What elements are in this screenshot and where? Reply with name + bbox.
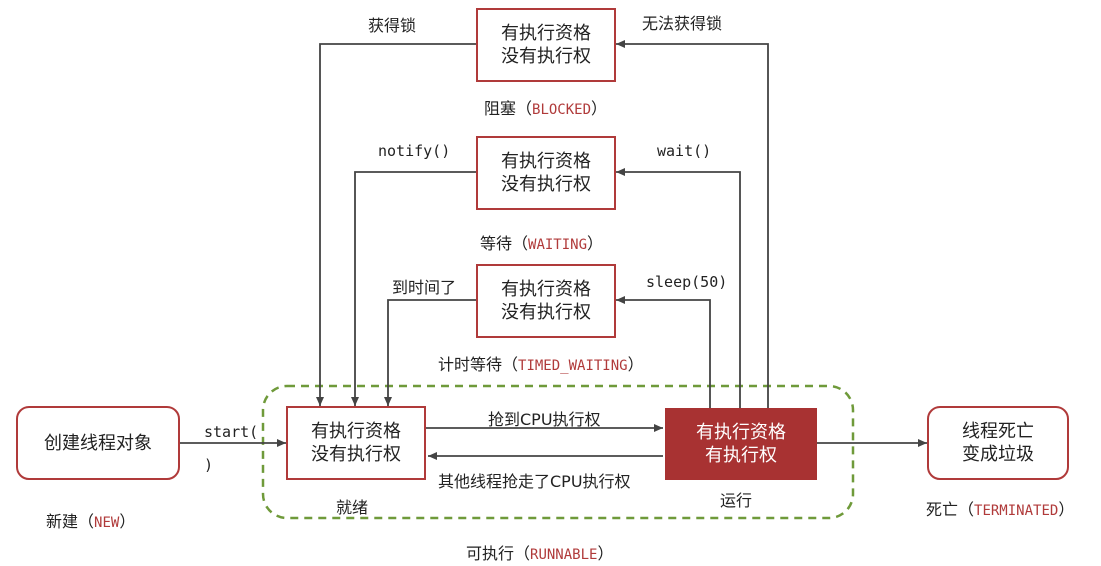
ready-line2: 没有执行权 [311, 444, 401, 465]
label-cannot-get-lock: 无法获得锁 [642, 14, 723, 33]
label-lose-cpu: 其他线程抢走了CPU执行权 [438, 472, 631, 491]
state-blocked-box: 有执行资格 没有执行权 [476, 8, 616, 82]
label-time-up: 到时间了 [392, 278, 457, 297]
waiting-line1: 有执行资格 [501, 151, 591, 172]
label-start-a: start( [204, 423, 259, 441]
state-new-box: 创建线程对象 [16, 406, 180, 480]
timed-waiting-line1: 有执行资格 [501, 279, 591, 300]
state-terminated-box: 线程死亡 变成垃圾 [927, 406, 1069, 480]
arrow-running-to-blocked [616, 40, 769, 408]
label-wait: wait() [657, 142, 712, 160]
label-grab-cpu: 抢到CPU执行权 [488, 410, 601, 429]
blocked-line1: 有执行资格 [501, 23, 591, 44]
state-terminated-label: 死亡（TERMINATED） [926, 500, 1075, 519]
state-ready-label: 就绪 [336, 498, 369, 517]
label-notify: notify() [378, 142, 451, 160]
new-line1: 创建线程对象 [44, 432, 152, 454]
timed-waiting-line2: 没有执行权 [501, 302, 591, 323]
state-timed-waiting-label: 计时等待（TIMED_WAITING） [438, 355, 644, 374]
arrow-timed-waiting-to-ready [384, 299, 476, 406]
runnable-group-label: 可执行（RUNNABLE） [466, 544, 614, 563]
state-ready-box: 有执行资格 没有执行权 [286, 406, 426, 480]
arrow-waiting-to-ready [351, 171, 476, 406]
label-start-b: ) [204, 456, 214, 474]
state-timed-waiting-box: 有执行资格 没有执行权 [476, 264, 616, 338]
arrow-blocked-to-ready [316, 43, 476, 406]
running-line2: 有执行权 [705, 445, 777, 466]
state-waiting-box: 有执行资格 没有执行权 [476, 136, 616, 210]
runnable-group-border [261, 384, 855, 520]
state-running-box: 有执行资格 有执行权 [665, 408, 817, 480]
terminated-line2: 变成垃圾 [962, 444, 1034, 465]
waiting-line2: 没有执行权 [501, 174, 591, 195]
arrow-running-to-timed-waiting [616, 296, 711, 408]
arrow-running-to-waiting [616, 168, 741, 408]
blocked-line2: 没有执行权 [501, 46, 591, 67]
ready-line1: 有执行资格 [311, 421, 401, 442]
state-blocked-label: 阻塞（BLOCKED） [484, 99, 608, 118]
state-running-label: 运行 [720, 491, 753, 510]
label-get-lock: 获得锁 [368, 16, 417, 35]
running-line1: 有执行资格 [696, 422, 786, 443]
state-waiting-label: 等待（WAITING） [480, 234, 604, 253]
terminated-line1: 线程死亡 [962, 421, 1034, 442]
state-new-label: 新建（NEW） [46, 512, 136, 531]
label-sleep: sleep(50) [646, 273, 728, 291]
